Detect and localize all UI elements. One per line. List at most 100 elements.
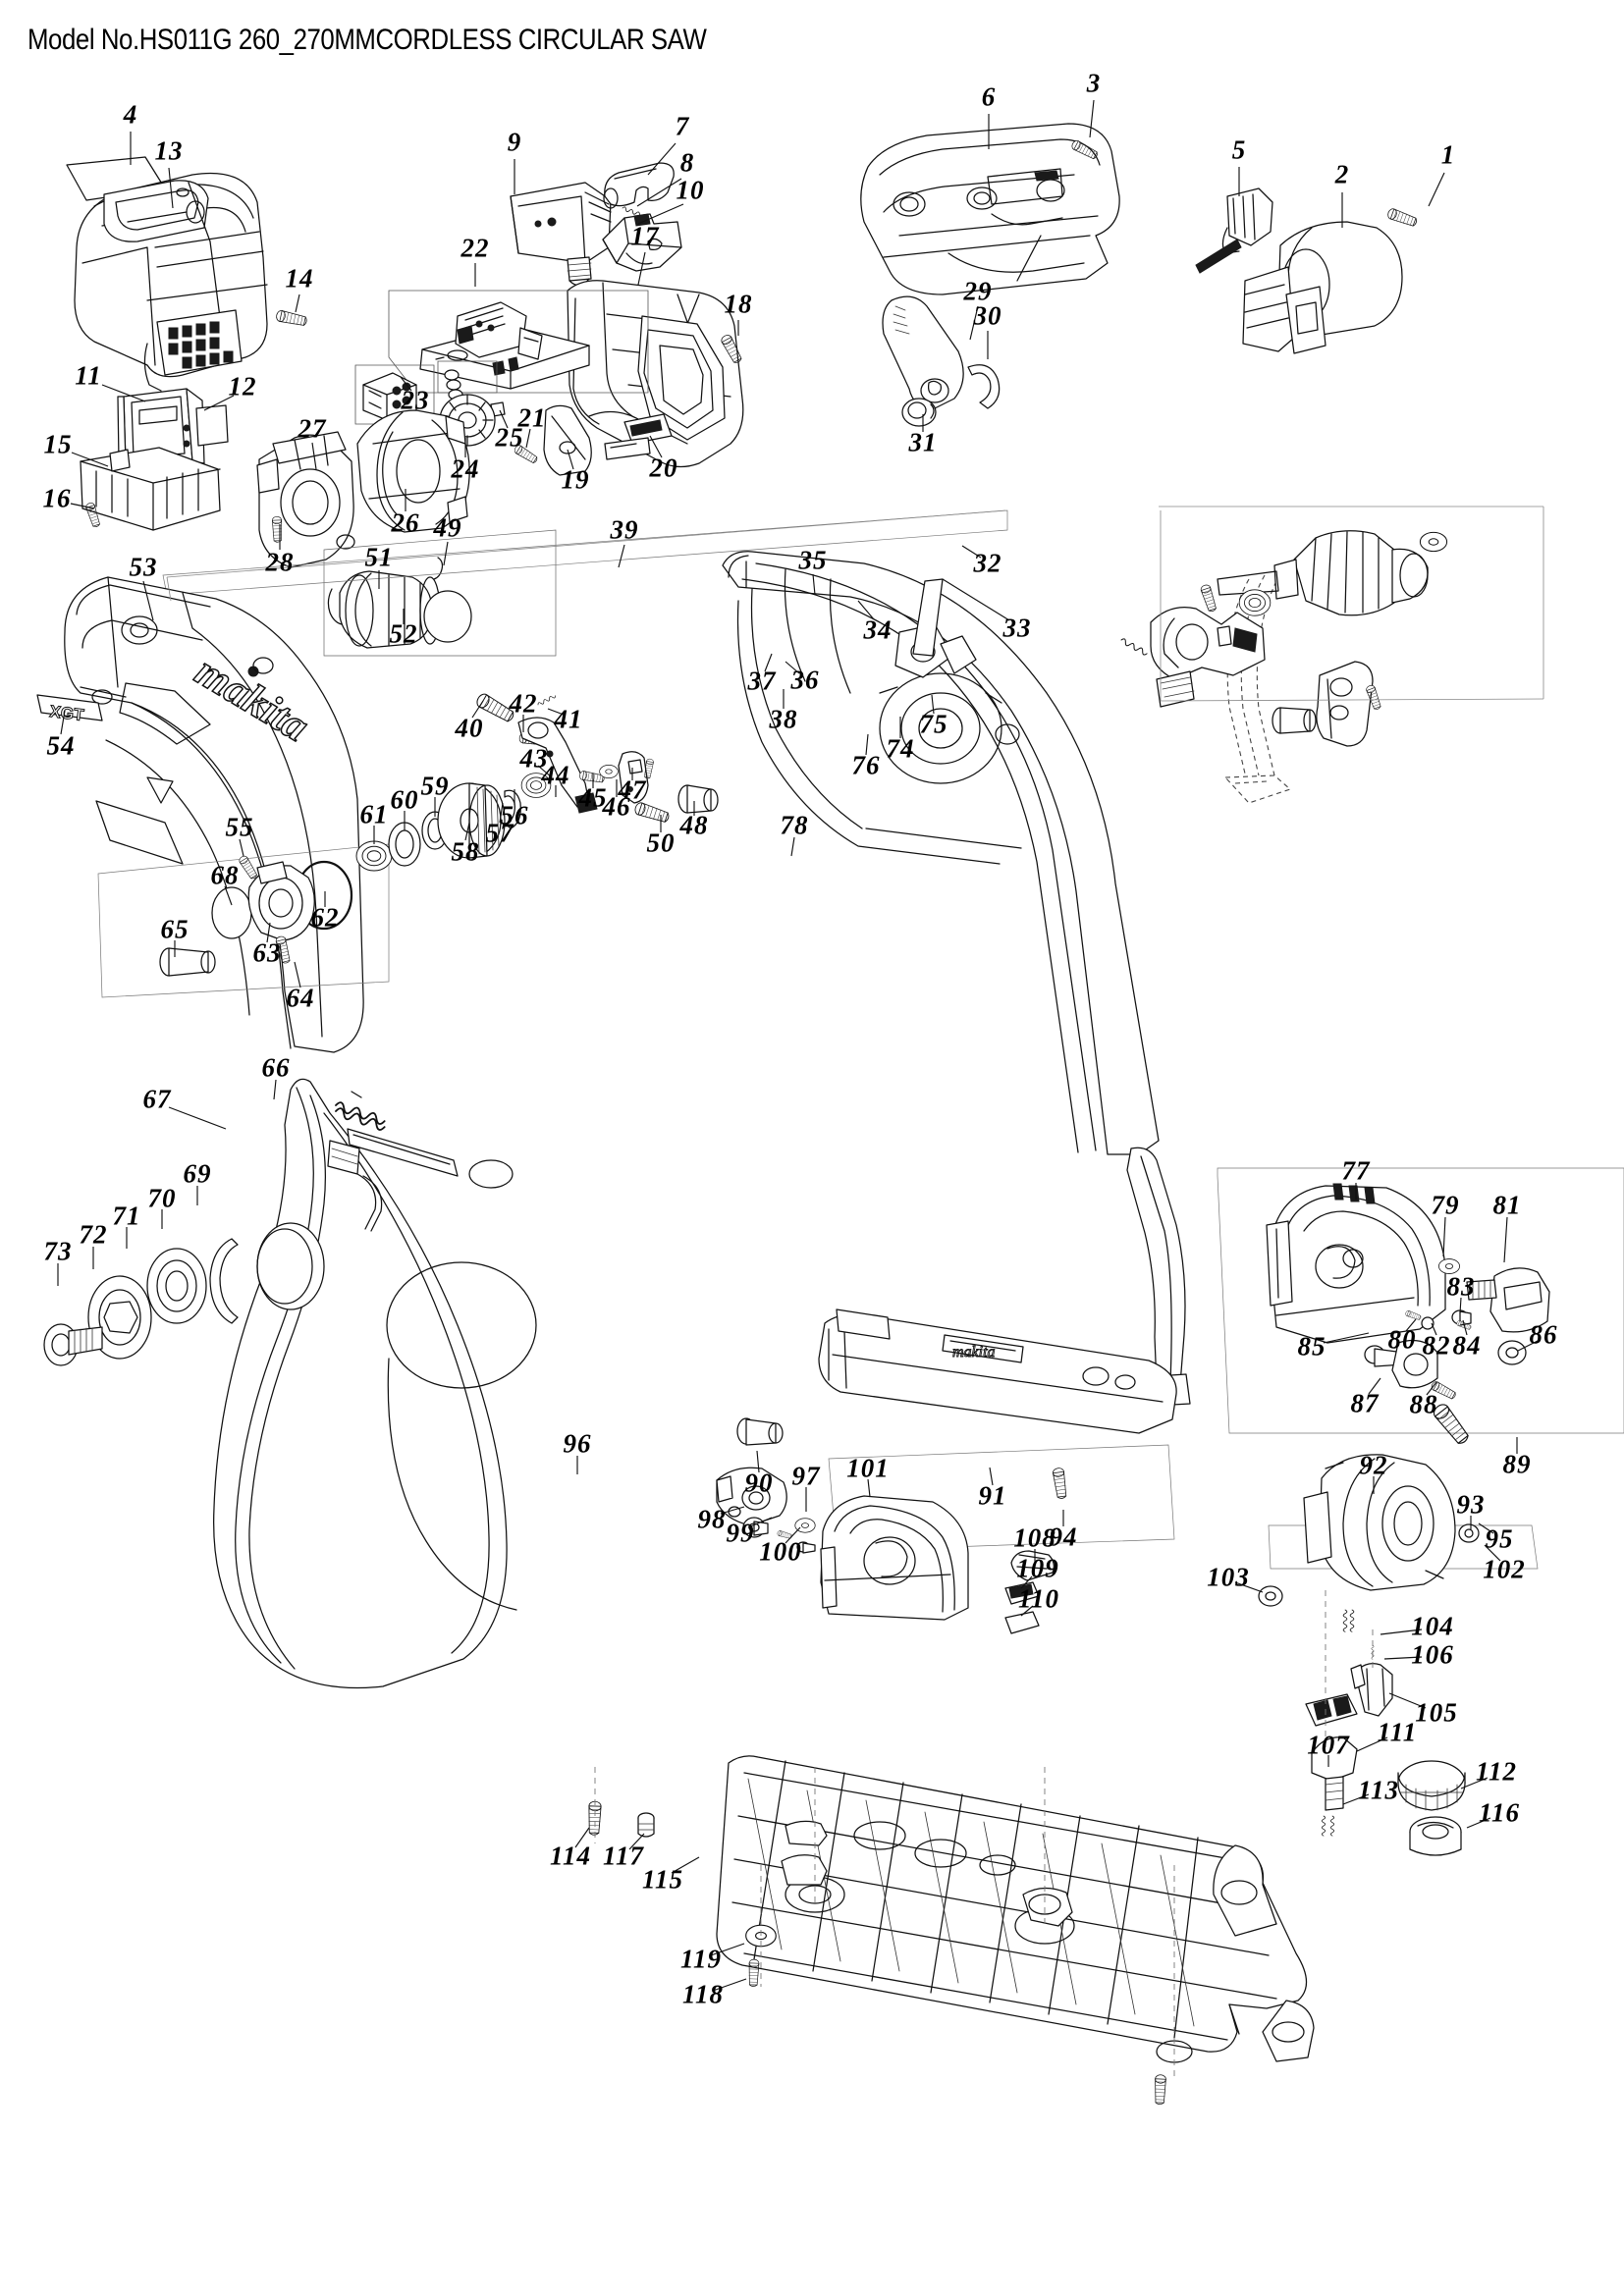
callout-number-32: 32 — [973, 548, 1002, 578]
callout-number-83: 83 — [1446, 1271, 1476, 1302]
callout-number-106: 106 — [1411, 1639, 1454, 1670]
callout-number-93: 93 — [1456, 1489, 1486, 1520]
callout-number-88: 88 — [1409, 1389, 1438, 1419]
callout-number-87: 87 — [1350, 1388, 1380, 1418]
callout-number-64: 64 — [286, 983, 315, 1013]
callout-number-69: 69 — [183, 1158, 212, 1189]
callout-number-107: 107 — [1307, 1730, 1350, 1760]
callout-number-70: 70 — [147, 1183, 177, 1213]
callout-number-60: 60 — [390, 784, 419, 815]
callout-number-10: 10 — [676, 175, 705, 205]
callout-number-12: 12 — [228, 371, 257, 401]
callout-number-2: 2 — [1334, 159, 1350, 189]
callout-number-61: 61 — [359, 799, 389, 829]
callout-number-25: 25 — [495, 422, 524, 453]
callout-number-40: 40 — [455, 713, 484, 743]
callout-number-115: 115 — [641, 1864, 684, 1895]
callout-number-102: 102 — [1483, 1554, 1526, 1584]
callout-number-51: 51 — [364, 542, 394, 572]
callout-number-85: 85 — [1297, 1331, 1326, 1362]
callout-number-21: 21 — [517, 402, 547, 433]
callout-number-56: 56 — [500, 800, 529, 830]
callout-number-76: 76 — [851, 750, 881, 780]
callout-number-13: 13 — [154, 135, 184, 166]
callout-number-71: 71 — [112, 1201, 141, 1231]
callout-number-96: 96 — [563, 1428, 592, 1459]
callout-number-117: 117 — [602, 1841, 645, 1871]
callout-number-80: 80 — [1387, 1324, 1417, 1355]
callout-number-8: 8 — [679, 147, 695, 178]
callout-number-97: 97 — [791, 1461, 821, 1491]
callout-number-94: 94 — [1049, 1522, 1078, 1552]
callout-number-48: 48 — [679, 810, 709, 840]
callout-number-92: 92 — [1359, 1450, 1388, 1480]
callout-number-62: 62 — [310, 902, 340, 933]
callout-number-111: 111 — [1377, 1717, 1418, 1747]
callout-number-54: 54 — [46, 730, 76, 761]
callout-number-50: 50 — [646, 828, 676, 858]
callout-number-67: 67 — [142, 1084, 172, 1114]
callout-number-11: 11 — [75, 360, 102, 391]
callout-number-15: 15 — [43, 429, 73, 459]
callout-number-3: 3 — [1086, 68, 1102, 98]
callout-number-23: 23 — [401, 385, 430, 415]
callout-number-7: 7 — [675, 111, 690, 141]
callout-number-18: 18 — [724, 289, 753, 319]
callout-number-98: 98 — [697, 1504, 727, 1534]
callout-number-112: 112 — [1475, 1756, 1518, 1787]
callout-number-39: 39 — [610, 514, 639, 545]
callout-number-79: 79 — [1431, 1190, 1460, 1220]
callout-number-84: 84 — [1452, 1330, 1482, 1361]
callout-number-41: 41 — [554, 704, 583, 734]
callout-number-24: 24 — [451, 454, 480, 484]
callout-number-59: 59 — [420, 771, 450, 801]
callout-number-65: 65 — [160, 914, 189, 944]
callout-number-108: 108 — [1013, 1522, 1056, 1553]
callout-number-99: 99 — [726, 1518, 755, 1548]
callout-number-6: 6 — [981, 81, 997, 112]
callout-number-22: 22 — [460, 233, 490, 263]
callout-number-77: 77 — [1341, 1155, 1371, 1186]
callout-number-30: 30 — [973, 300, 1002, 331]
callout-number-47: 47 — [618, 774, 647, 805]
callout-number-72: 72 — [79, 1219, 108, 1250]
callout-number-95: 95 — [1485, 1523, 1514, 1554]
callout-number-38: 38 — [769, 704, 798, 734]
callout-number-119: 119 — [679, 1944, 723, 1974]
callout-number-73: 73 — [43, 1236, 73, 1266]
callout-number-86: 86 — [1529, 1319, 1558, 1350]
callout-number-28: 28 — [265, 547, 295, 577]
callout-number-17: 17 — [630, 221, 660, 251]
callout-number-5: 5 — [1231, 134, 1247, 165]
callout-number-109: 109 — [1016, 1553, 1059, 1583]
callout-number-74: 74 — [886, 733, 915, 764]
callout-number-89: 89 — [1502, 1449, 1532, 1479]
callout-number-110: 110 — [1017, 1583, 1060, 1614]
callout-number-82: 82 — [1422, 1330, 1451, 1361]
page-title: Model No.HS011G 260_270MMCORDLESS CIRCUL… — [27, 24, 707, 56]
callout-number-114: 114 — [549, 1841, 592, 1871]
callout-number-29: 29 — [963, 276, 993, 306]
callout-number-33: 33 — [1002, 613, 1032, 643]
callout-number-27: 27 — [298, 413, 327, 444]
callout-number-26: 26 — [391, 507, 420, 538]
callout-number-100: 100 — [759, 1536, 802, 1567]
callout-number-113: 113 — [1357, 1775, 1400, 1805]
callout-number-58: 58 — [451, 836, 480, 867]
callout-number-20: 20 — [649, 453, 678, 483]
callout-number-19: 19 — [561, 464, 590, 495]
callout-number-1: 1 — [1440, 139, 1456, 170]
callout-number-35: 35 — [798, 545, 828, 575]
callout-number-9: 9 — [507, 127, 522, 157]
svg-text:makita: makita — [952, 1344, 996, 1361]
callout-number-4: 4 — [123, 99, 138, 130]
callout-number-68: 68 — [210, 860, 240, 890]
callout-number-91: 91 — [978, 1480, 1007, 1511]
callout-number-75: 75 — [919, 709, 948, 739]
callout-number-43: 43 — [519, 743, 549, 774]
callout-number-16: 16 — [42, 483, 72, 513]
callout-number-78: 78 — [780, 810, 809, 840]
callout-number-57: 57 — [485, 818, 514, 848]
